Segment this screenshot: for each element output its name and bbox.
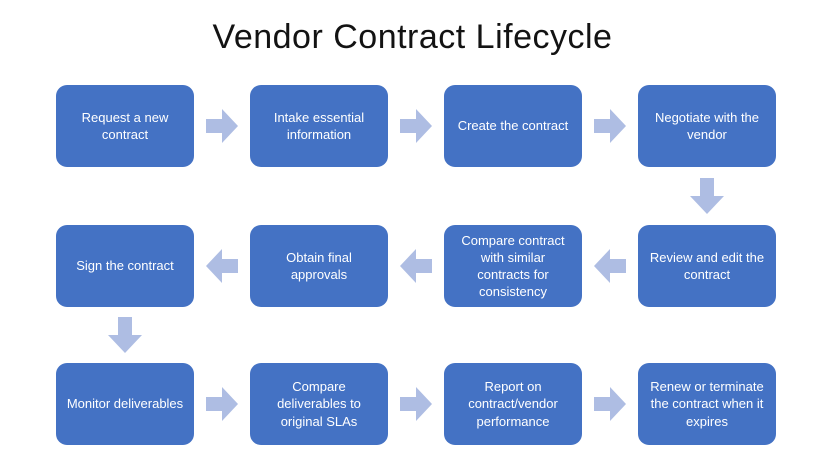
step-box-renew-or-terminate-the-contract: Renew or terminate the contract when it … xyxy=(638,363,776,445)
step-label: Create the contract xyxy=(457,118,569,134)
step-label: Monitor deliverables xyxy=(66,396,184,412)
step-label: Sign the contract xyxy=(76,258,174,274)
arrow-right-icon xyxy=(400,109,432,143)
step-label: Request a new contract xyxy=(81,109,169,142)
step-box-monitor-deliverables: Monitor deliverables xyxy=(56,363,194,445)
step-box-sign-the-contract: Sign the contract xyxy=(56,225,194,307)
arrow-down-icon xyxy=(108,317,142,353)
step-label: Review and edit the contract xyxy=(649,249,765,282)
step-label: Compare contract with similar contracts … xyxy=(461,232,565,300)
arrow-left-icon xyxy=(594,249,626,283)
arrow-right-icon xyxy=(206,109,238,143)
page-title: Vendor Contract Lifecycle xyxy=(212,18,613,56)
step-box-intake-essential-information: Intake essential information xyxy=(250,85,388,167)
arrow-right-icon xyxy=(594,387,626,421)
step-label: Intake essential information xyxy=(273,109,365,142)
step-box-negotiate-with-the-vendor: Negotiate with the vendor xyxy=(638,85,776,167)
step-label: Compare deliverables to original SLAs xyxy=(277,379,361,429)
arrow-left-icon xyxy=(400,249,432,283)
arrow-down-icon xyxy=(690,178,724,214)
step-label: Negotiate with the vendor xyxy=(654,109,760,142)
arrow-right-icon xyxy=(594,109,626,143)
arrow-left-icon xyxy=(206,249,238,283)
step-box-create-the-contract: Create the contract xyxy=(444,85,582,167)
arrow-right-icon xyxy=(206,387,238,421)
step-label: Obtain final approvals xyxy=(286,249,352,282)
step-label: Renew or terminate the contract when it … xyxy=(650,379,764,429)
step-box-request-a-new-contract: Request a new contract xyxy=(56,85,194,167)
step-label: Report on contract/vendor performance xyxy=(468,379,558,429)
arrow-right-icon xyxy=(400,387,432,421)
step-box-compare-deliverables-to-original-slas: Compare deliverables to original SLAs xyxy=(250,363,388,445)
step-box-report-on-contract-vendor-performance: Report on contract/vendor performance xyxy=(444,363,582,445)
step-box-review-and-edit-the-contract: Review and edit the contract xyxy=(638,225,776,307)
step-box-obtain-final-approvals: Obtain final approvals xyxy=(250,225,388,307)
step-box-compare-contract-with-similar-contracts: Compare contract with similar contracts … xyxy=(444,225,582,307)
